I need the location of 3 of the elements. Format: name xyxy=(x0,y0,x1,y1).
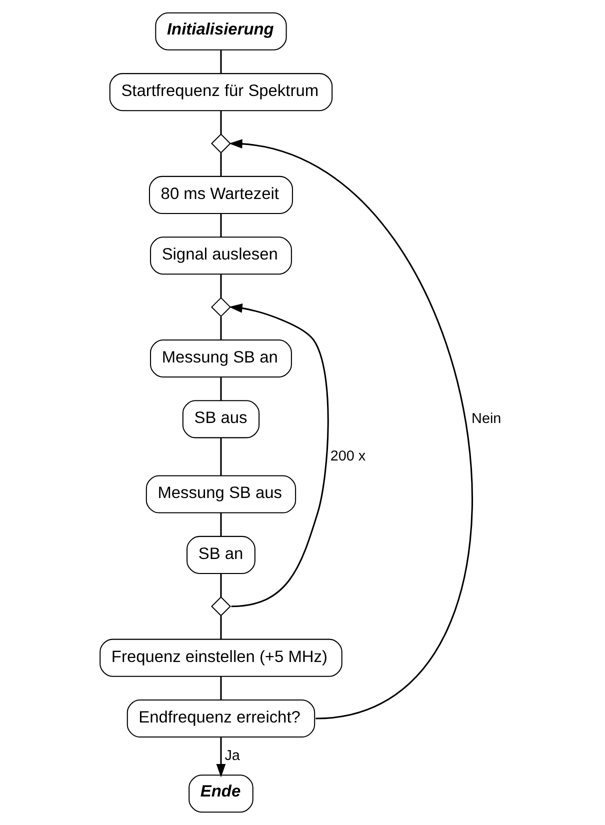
edge-label: 200 x xyxy=(330,448,366,465)
edge-label: Ja xyxy=(224,748,240,764)
edge-label: Nein xyxy=(472,410,502,427)
